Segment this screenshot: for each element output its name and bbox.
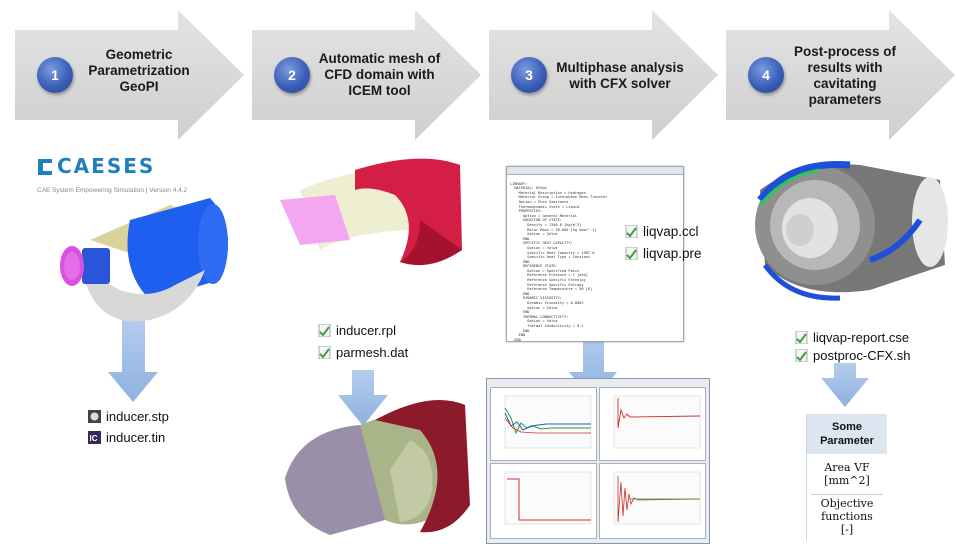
cfd-mesh-render — [285, 400, 470, 535]
parameter-area-vf: Area VF [mm^2] — [824, 461, 870, 487]
stage-arrow-4 — [726, 10, 955, 140]
code-window-text: LIBRARY: MATERIAL: H2Gas Material Descri… — [510, 181, 608, 342]
stage-title-1: Geometric Parametrization GeoPI — [88, 47, 190, 94]
step-number-4: 4 — [748, 57, 784, 93]
stp-file-icon — [88, 410, 101, 423]
down-arrow-1 — [108, 318, 158, 402]
step-number-2: 2 — [274, 57, 310, 93]
stage-title-2: Automatic mesh of CFD domain with ICEM t… — [318, 51, 441, 98]
down-arrow-4 — [821, 363, 869, 407]
monitor-panel-vf — [599, 463, 706, 539]
monitor-panel-mass — [599, 387, 706, 461]
stage-arrow-3 — [489, 10, 718, 140]
stage-title-3: Multiphase analysis with CFX solver — [556, 60, 684, 91]
file-parmesh-dat: parmesh.dat — [318, 345, 408, 360]
parameter-table: Some Parameter Area VF [mm^2] Objective … — [806, 414, 887, 541]
step-number-1: 1 — [37, 57, 73, 93]
monitor-panel-pressure — [490, 463, 597, 539]
file-liqvap-report-cse: liqvap-report.cse — [795, 330, 909, 345]
residuals-plot — [504, 395, 592, 449]
file-liqvap-pre: liqvap.pre — [625, 246, 702, 261]
volume-fraction-plot — [613, 471, 701, 525]
cfd-domain-geometry — [280, 158, 462, 266]
file-postproc-cfx-sh: postproc-CFX.sh — [795, 348, 911, 363]
post-process-render — [755, 160, 948, 301]
down-arrow-2 — [338, 370, 388, 426]
script-file-icon — [625, 225, 638, 238]
code-window-titlebar — [507, 167, 683, 175]
ccl-code-window: LIBRARY: MATERIAL: H2Gas Material Descri… — [506, 166, 684, 342]
mass-flow-plot — [613, 395, 701, 449]
caeses-inducer-model — [60, 198, 228, 322]
parameter-table-header: Some Parameter — [807, 414, 887, 454]
monitor-panel-residuals — [490, 387, 597, 461]
script-file-icon — [625, 247, 638, 260]
script-file-icon — [795, 331, 808, 344]
parameter-objective-functions: Objective functions [-] — [820, 497, 874, 536]
stage-arrow-2 — [252, 10, 481, 140]
step-number-3: 3 — [511, 57, 547, 93]
script-file-icon — [318, 346, 331, 359]
file-inducer-rpl: inducer.rpl — [318, 323, 396, 338]
script-file-icon — [318, 324, 331, 337]
stage-title-4: Post-process of results with cavitating … — [793, 44, 897, 107]
file-inducer-stp: inducer.stp — [88, 409, 169, 424]
stage-arrow-1 — [15, 10, 244, 140]
pressure-plot — [504, 471, 592, 525]
svg-text:IC: IC — [90, 434, 98, 443]
file-liqvap-ccl: liqvap.ccl — [625, 224, 699, 239]
caeses-version: CAE System Empowering Simulation | Versi… — [37, 187, 188, 194]
script-file-icon — [795, 349, 808, 362]
caeses-logo-icon — [38, 159, 52, 175]
caeses-logo: CAESES — [57, 154, 156, 178]
solver-monitor-window — [486, 378, 710, 544]
parameter-table-divider — [811, 494, 883, 495]
ic-file-icon: IC — [88, 431, 101, 444]
